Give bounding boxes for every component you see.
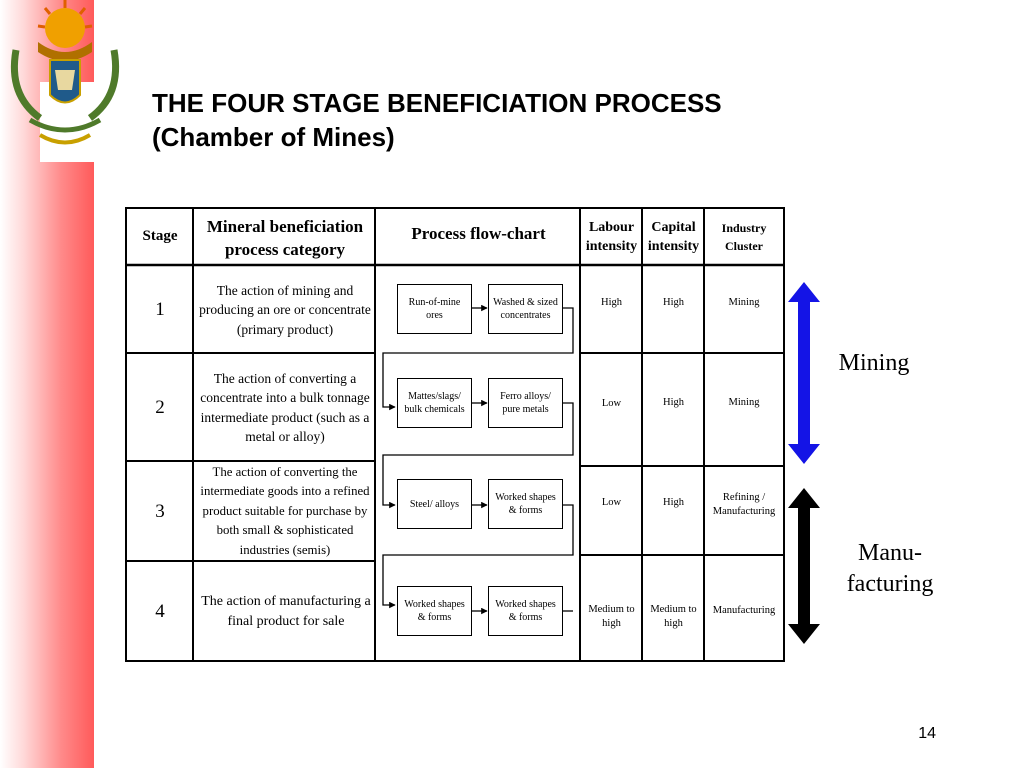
mining-double-arrow-icon [788, 282, 820, 464]
header-category: Mineral beneficiation process category [206, 217, 364, 259]
flow-box-from-3: Steel/ alloys [397, 479, 472, 529]
stage-description-2: The action of converting a concentrate i… [200, 370, 370, 445]
labour-2: Low [601, 398, 622, 409]
header-cluster: Industry Cluster [721, 221, 767, 253]
slide-title: THE FOUR STAGE BENEFICIATION PROCESS (Ch… [152, 86, 872, 154]
stage-description-4: The action of manufacturing a final prod… [201, 594, 371, 629]
flow-box-to-3: Worked shapes & forms [488, 479, 563, 529]
page-number: 14 [918, 725, 936, 742]
labour-4: Medium to high [588, 604, 635, 629]
header-capital: Capital intensity [647, 220, 700, 254]
title-line-1: THE FOUR STAGE BENEFICIATION PROCESS [152, 88, 722, 118]
capital-2: High [663, 397, 684, 408]
stage-number-4: 4 [155, 600, 165, 622]
table-grid [125, 207, 785, 662]
title-line-2: (Chamber of Mines) [152, 122, 395, 152]
flow-box-to-2: Ferro alloys/ pure metals [488, 378, 563, 428]
stage-number-3: 3 [155, 500, 165, 522]
stage-description-3: The action of converting the intermediat… [200, 464, 370, 557]
stage-number-1: 1 [155, 299, 165, 320]
stage-number-2: 2 [155, 396, 165, 418]
flow-box-from-4: Worked shapes & forms [397, 586, 472, 636]
flow-box-from-2: Mattes/slags/ bulk chemicals [397, 378, 472, 428]
labour-3: Low [601, 497, 622, 508]
beneficiation-table: Stage Mineral beneficiation process cate… [125, 207, 785, 662]
labour-1: High [601, 297, 622, 308]
flow-box-to-1: Washed & sized concentrates [488, 284, 563, 334]
flow-box-from-1: Run-of-mine ores [397, 284, 472, 334]
coat-of-arms-emblem-icon [10, 0, 120, 145]
capital-1: High [663, 297, 684, 308]
flow-box-to-4: Worked shapes & forms [488, 586, 563, 636]
cluster-1: Mining [728, 297, 760, 308]
header-labour: Labour intensity [585, 220, 638, 254]
manufacturing-double-arrow-icon [788, 488, 820, 644]
cluster-4: Manufacturing [712, 605, 776, 616]
mining-label: Mining [838, 350, 910, 376]
capital-4: Medium to high [650, 604, 697, 629]
header-flowchart: Process flow-chart [411, 224, 546, 243]
manufacturing-label: Manu- facturing [846, 540, 934, 597]
stage-description-1: The action of mining and producing an or… [199, 282, 371, 337]
capital-3: High [663, 497, 684, 508]
cluster-2: Mining [728, 397, 760, 408]
header-stage: Stage [142, 227, 178, 244]
cluster-3: Refining / Manufacturing [712, 492, 776, 517]
